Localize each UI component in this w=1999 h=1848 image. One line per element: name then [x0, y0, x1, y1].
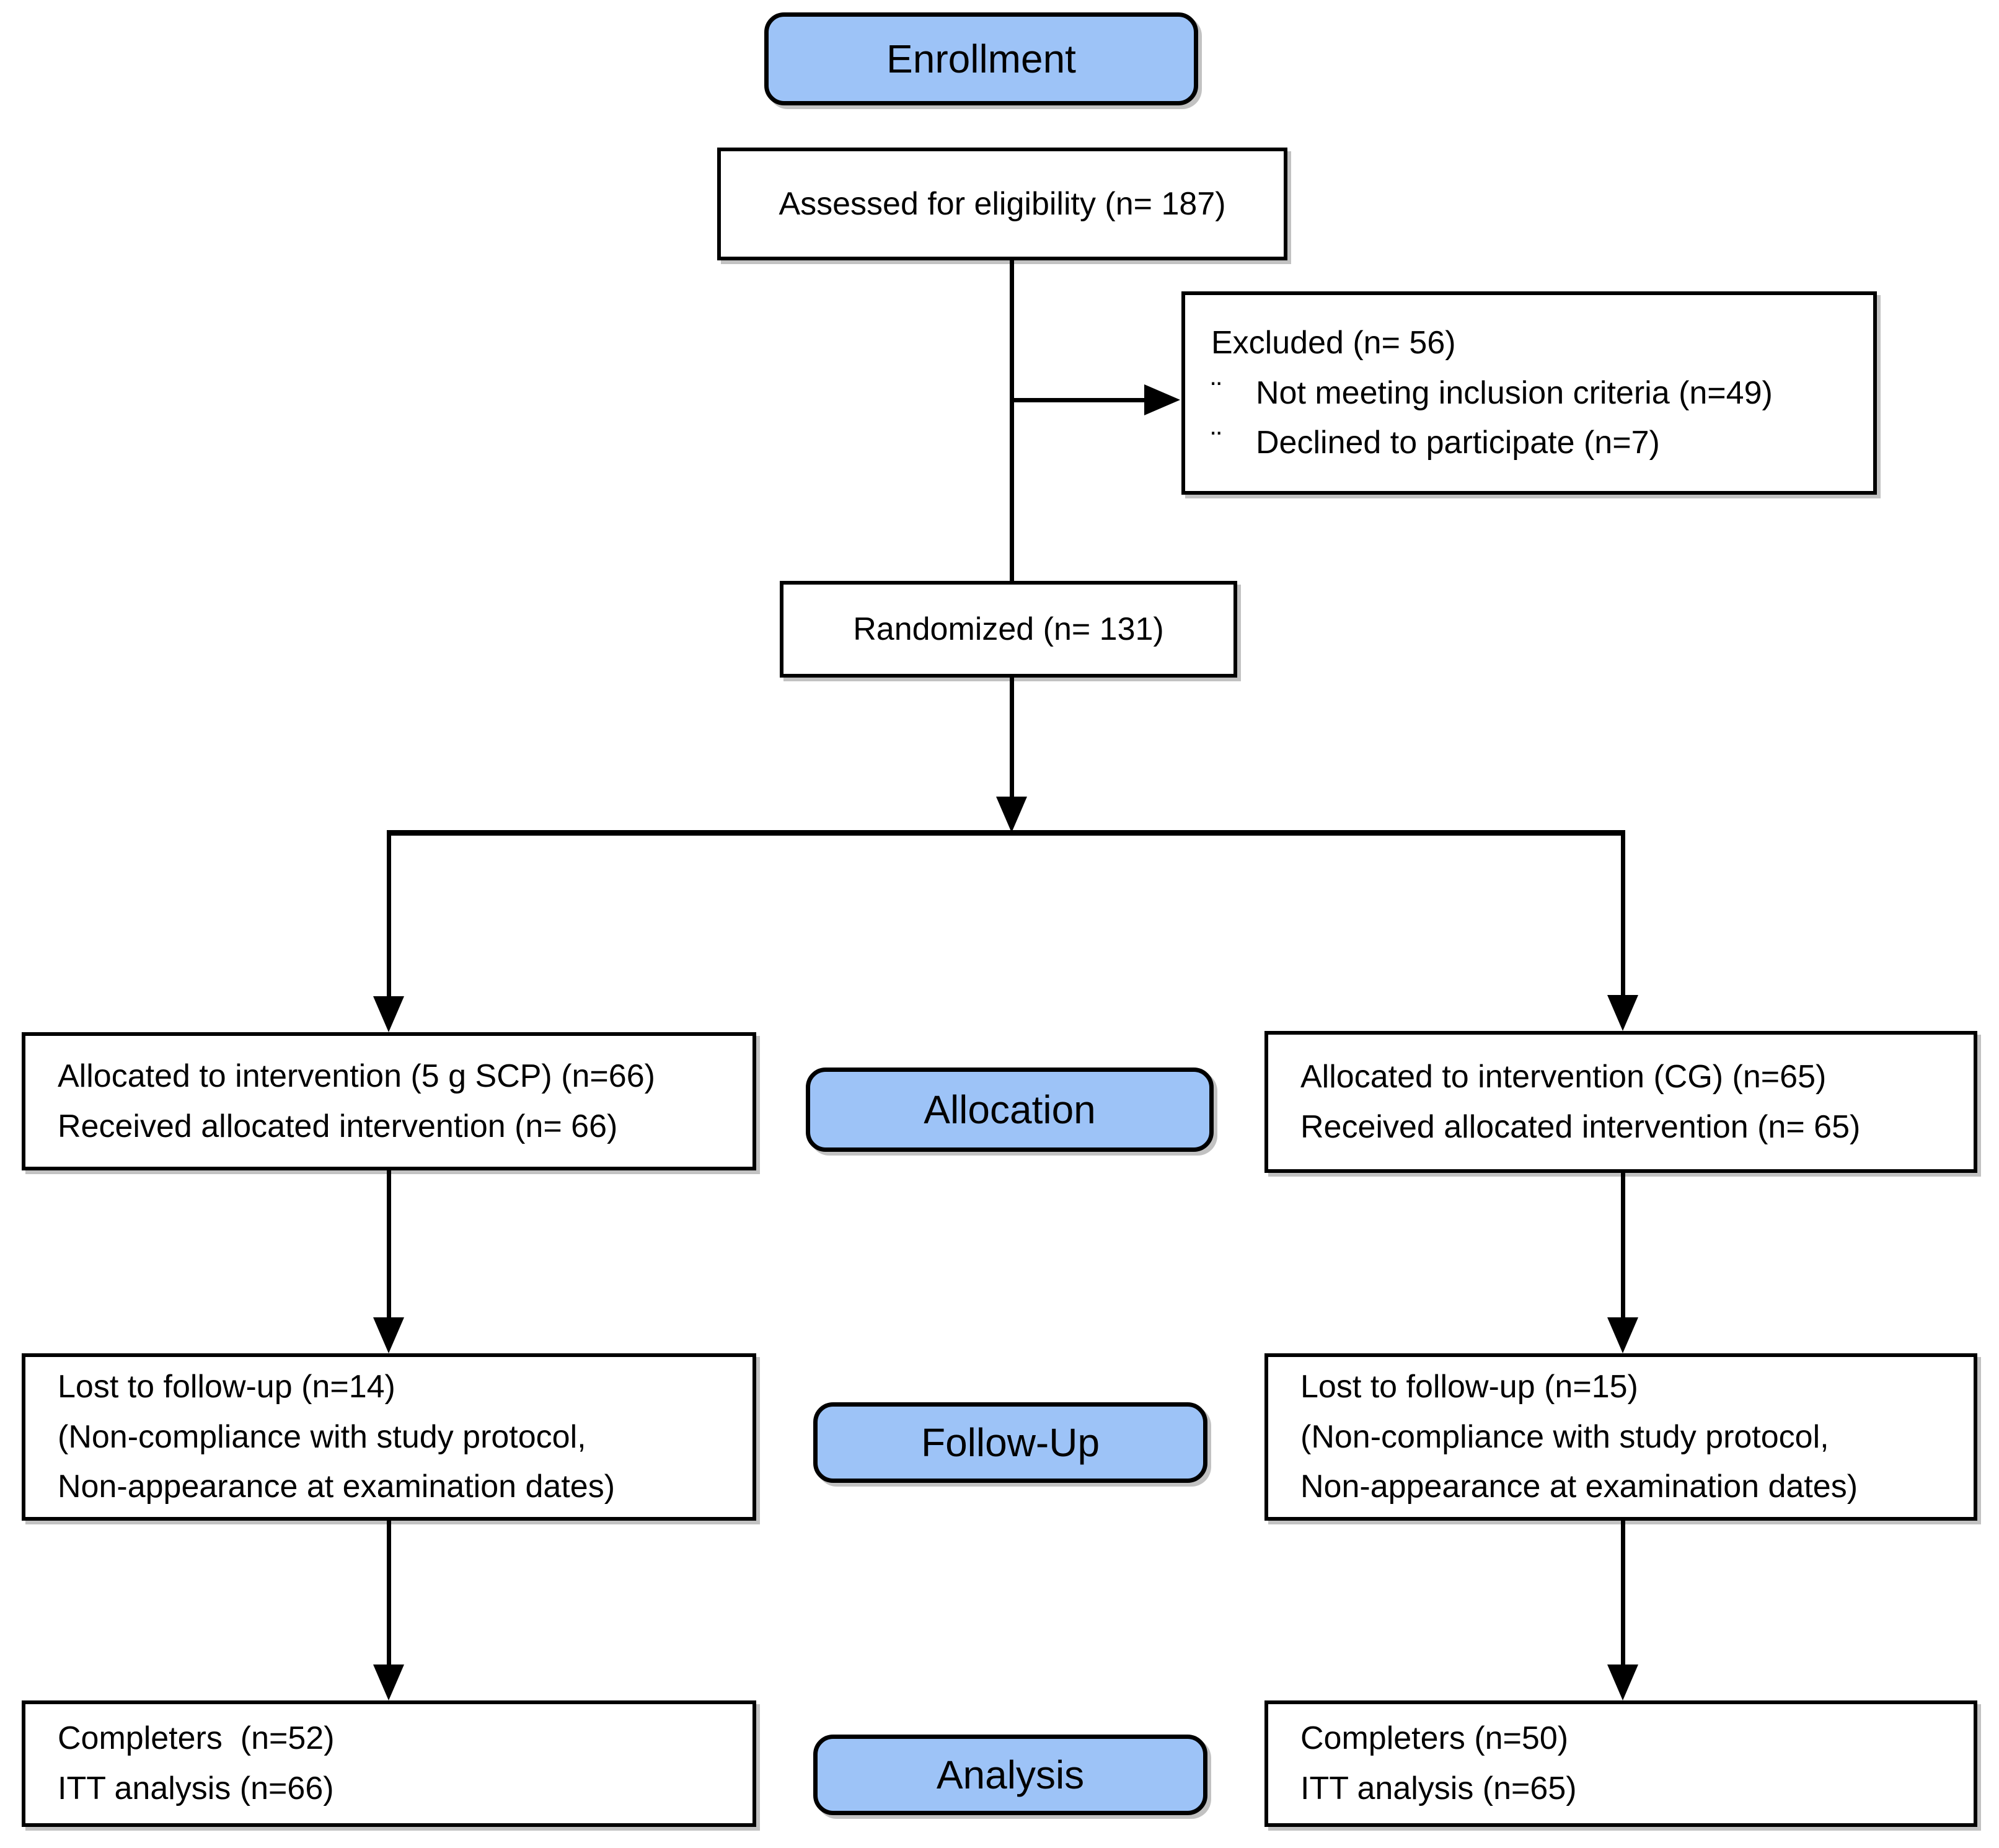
analysis-left-box: Completers (n=52) ITT analysis (n=66)	[22, 1700, 756, 1827]
allocation-left-box: Allocated to intervention (5 g SCP) (n=6…	[22, 1032, 756, 1170]
stage-followup: Follow-Up	[813, 1402, 1207, 1483]
excluded-title: Excluded (n= 56)	[1211, 325, 1456, 361]
bullet-icon: ¨	[1211, 425, 1222, 461]
followup-right-line-3: Non-appearance at examination dates)	[1300, 1469, 1858, 1505]
allocation-right-line-1: Allocated to intervention (CG) (n=65)	[1300, 1058, 1827, 1095]
followup-right-box: Lost to follow-up (n=15) (Non-compliance…	[1264, 1353, 1977, 1521]
allocation-right-line-2: Received allocated intervention (n= 65)	[1300, 1108, 1861, 1145]
arrowhead-fu-right-icon	[1607, 1317, 1638, 1353]
arrowhead-alloc-right-icon	[1607, 995, 1638, 1031]
stage-enrollment: Enrollment	[764, 12, 1198, 105]
assessed-text: Assessed for eligibility (n= 187)	[779, 185, 1226, 222]
connector-assessed-randomized	[1010, 260, 1014, 581]
connector-to-excluded	[1010, 398, 1144, 402]
stage-allocation-label: Allocation	[924, 1087, 1096, 1132]
followup-left-line-2: (Non-compliance with study protocol,	[58, 1418, 586, 1455]
connector-alloc-fu-left	[387, 1170, 391, 1317]
arrowhead-alloc-left-icon	[373, 996, 404, 1032]
followup-right-line-1: Lost to follow-up (n=15)	[1300, 1369, 1638, 1405]
connector-randomized-branch	[1010, 678, 1014, 797]
allocation-left-line-1: Allocated to intervention (5 g SCP) (n=6…	[58, 1058, 655, 1094]
followup-left-line-3: Non-appearance at examination dates)	[58, 1469, 616, 1505]
excluded-bullet-1: ¨ Not meeting inclusion criteria (n=49)	[1211, 368, 1773, 418]
arrowhead-branch-icon	[996, 797, 1027, 833]
stage-enrollment-label: Enrollment	[886, 37, 1076, 81]
connector-fu-an-left	[387, 1521, 391, 1665]
arrowhead-excluded-icon	[1144, 384, 1180, 415]
analysis-right-line-2: ITT analysis (n=65)	[1300, 1771, 1577, 1806]
stage-analysis: Analysis	[813, 1735, 1207, 1815]
excluded-bullet-1-text: Not meeting inclusion criteria (n=49)	[1256, 374, 1773, 411]
bullet-icon: ¨	[1211, 375, 1222, 410]
excluded-bullet-2: ¨ Declined to participate (n=7)	[1211, 418, 1660, 468]
stage-analysis-label: Analysis	[936, 1753, 1085, 1797]
connector-fu-an-right	[1621, 1521, 1625, 1665]
assessed-box: Assessed for eligibility (n= 187)	[717, 148, 1287, 260]
stage-allocation: Allocation	[806, 1068, 1214, 1152]
followup-right-line-2: (Non-compliance with study protocol,	[1300, 1418, 1829, 1455]
stage-followup-label: Follow-Up	[920, 1420, 1100, 1465]
analysis-left-line-2: ITT analysis (n=66)	[58, 1771, 334, 1806]
arrowhead-an-left-icon	[373, 1665, 404, 1700]
connector-branch-alloc-right	[1621, 833, 1625, 995]
connector-branch-bar	[387, 830, 1625, 836]
excluded-bullet-2-text: Declined to participate (n=7)	[1256, 425, 1660, 461]
arrowhead-an-right-icon	[1607, 1665, 1638, 1700]
allocation-right-box: Allocated to intervention (CG) (n=65) Re…	[1264, 1031, 1977, 1173]
followup-left-box: Lost to follow-up (n=14) (Non-compliance…	[22, 1353, 756, 1521]
analysis-right-box: Completers (n=50) ITT analysis (n=65)	[1264, 1700, 1977, 1827]
analysis-right-line-1: Completers (n=50)	[1300, 1720, 1569, 1757]
connector-alloc-fu-right	[1621, 1173, 1625, 1317]
analysis-left-line-1: Completers (n=52)	[58, 1720, 335, 1757]
randomized-text: Randomized (n= 131)	[853, 611, 1164, 647]
followup-left-line-1: Lost to follow-up (n=14)	[58, 1369, 395, 1405]
allocation-left-line-2: Received allocated intervention (n= 66)	[58, 1108, 618, 1144]
excluded-box: Excluded (n= 56) ¨ Not meeting inclusion…	[1181, 291, 1877, 495]
arrowhead-fu-left-icon	[373, 1317, 404, 1353]
connector-branch-alloc-left	[387, 833, 391, 996]
randomized-box: Randomized (n= 131)	[780, 581, 1237, 678]
